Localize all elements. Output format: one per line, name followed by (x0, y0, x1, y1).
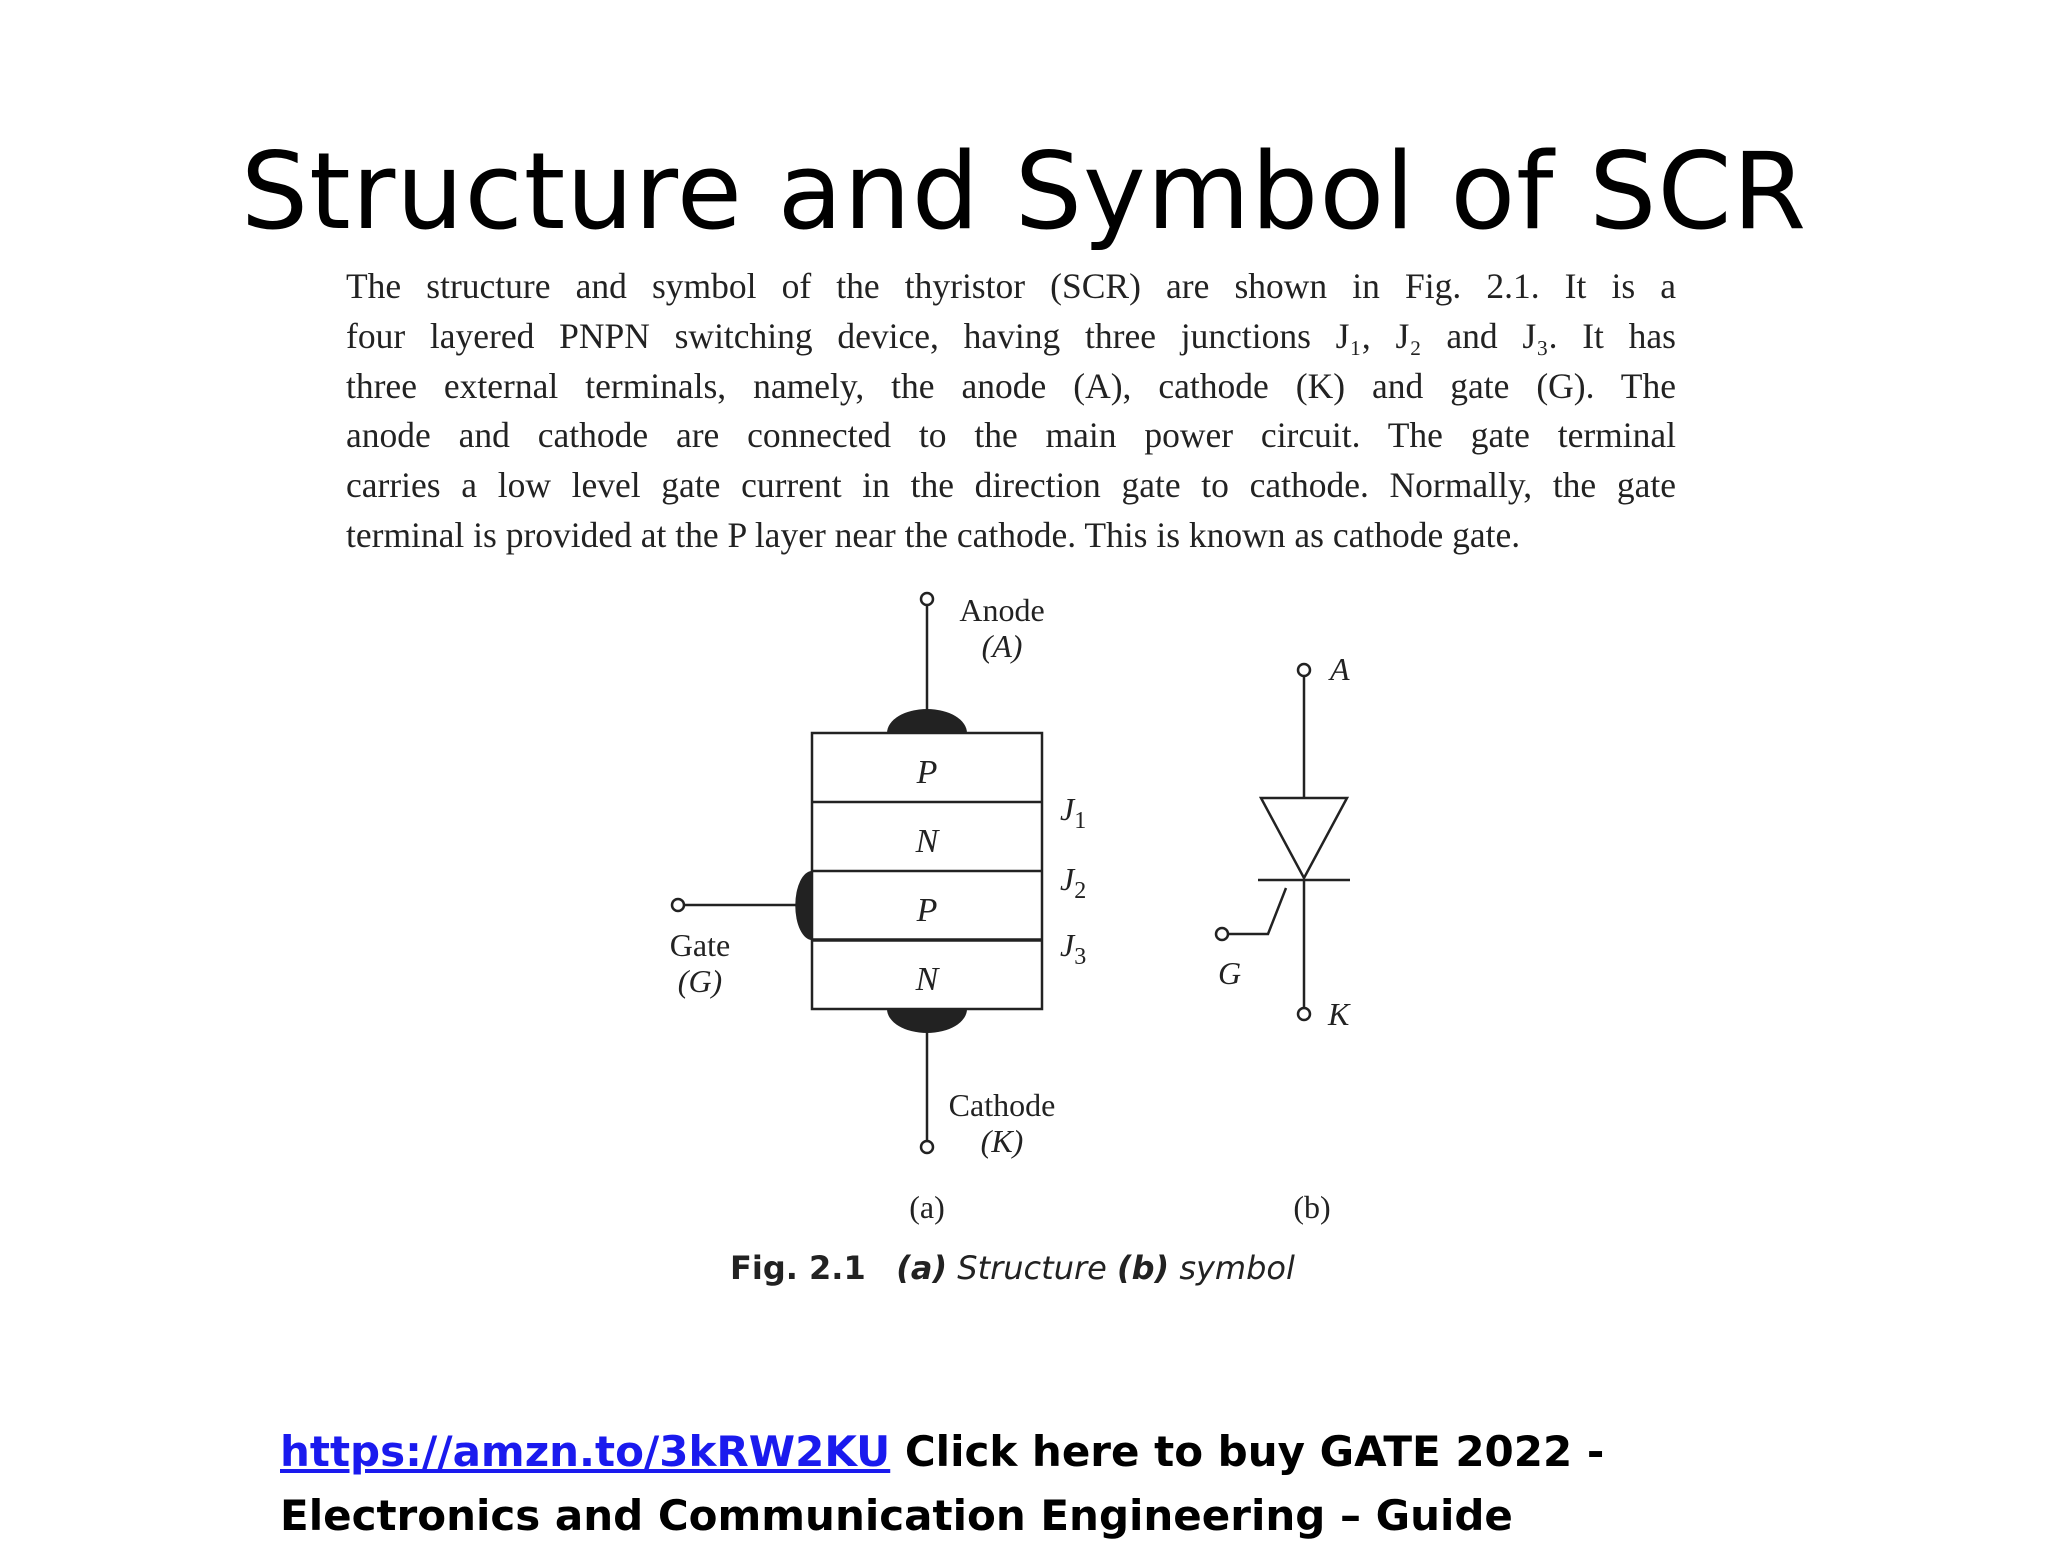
layer-label: N (915, 823, 941, 860)
figure-caption: Fig. 2.1 (a) Structure (b) symbol (730, 1248, 1295, 1288)
scr-symbol-diagram: A G K (b) (1214, 651, 1351, 1225)
symbol-gate-terminal-icon (1214, 926, 1230, 942)
junction-label: J3 (1060, 927, 1086, 970)
junction-label: J1 (1060, 791, 1086, 834)
cathode-symbol-label: (K) (981, 1123, 1024, 1159)
symbol-sublabel: (b) (1293, 1189, 1330, 1225)
amazon-link[interactable]: https://amzn.to/3kRW2KU (280, 1427, 891, 1476)
footer-promo: https://amzn.to/3kRW2KU Click here to bu… (280, 1420, 1840, 1548)
anode-label: Anode (959, 592, 1044, 628)
layer-label: P (916, 754, 938, 791)
slide-title: Structure and Symbol of SCR (240, 130, 1808, 253)
caption-a-marker: (a) (896, 1249, 948, 1287)
caption-a-text: Structure (957, 1249, 1107, 1287)
paragraph-line: anode and cathode are connected to the m… (346, 415, 1676, 456)
gate-terminal-icon (670, 897, 686, 913)
thyristor-triangle-icon (1258, 796, 1350, 881)
anode-symbol-label: (A) (982, 628, 1023, 664)
paragraph-line: carries a low level gate current in the … (346, 465, 1676, 506)
caption-b-marker: (b) (1116, 1249, 1170, 1287)
layer-label: N (915, 961, 941, 998)
caption-fig-number: Fig. 2.1 (730, 1249, 866, 1287)
gate-label: Gate (670, 927, 730, 963)
cathode-terminal-icon (919, 1139, 935, 1155)
paragraph-line: terminal is provided at the P layer near… (346, 514, 1521, 555)
paragraph-line: four layered PNPN switching device, havi… (346, 315, 1676, 356)
anode-contact-icon (887, 709, 967, 733)
layer-label: P (916, 892, 938, 929)
gate-symbol-label: (G) (678, 963, 722, 999)
structure-sublabel: (a) (909, 1189, 945, 1225)
structure-diagram: P N P N J1 J2 J3 Anode (A) Gate (G) Cath… (670, 591, 1086, 1225)
symbol-anode-terminal-icon (1296, 662, 1312, 678)
paragraph-line: The structure and symbol of the thyristo… (346, 266, 1676, 306)
symbol-gate-label: G (1218, 955, 1241, 991)
symbol-anode-label: A (1328, 651, 1350, 687)
cathode-label: Cathode (949, 1087, 1056, 1123)
symbol-cathode-terminal-icon (1296, 1006, 1312, 1022)
symbol-gate-lead (1228, 887, 1288, 936)
description-paragraph: The structure and symbol of the thyristo… (346, 262, 1676, 561)
junction-label: J2 (1060, 861, 1086, 904)
footer-text: Click here to buy GATE 2022 - Electronic… (280, 1427, 1605, 1540)
paragraph-line: three external terminals, namely, the an… (346, 365, 1676, 406)
anode-terminal-icon (919, 591, 935, 607)
symbol-cathode-label: K (1327, 996, 1351, 1032)
caption-b-text: symbol (1179, 1249, 1295, 1287)
